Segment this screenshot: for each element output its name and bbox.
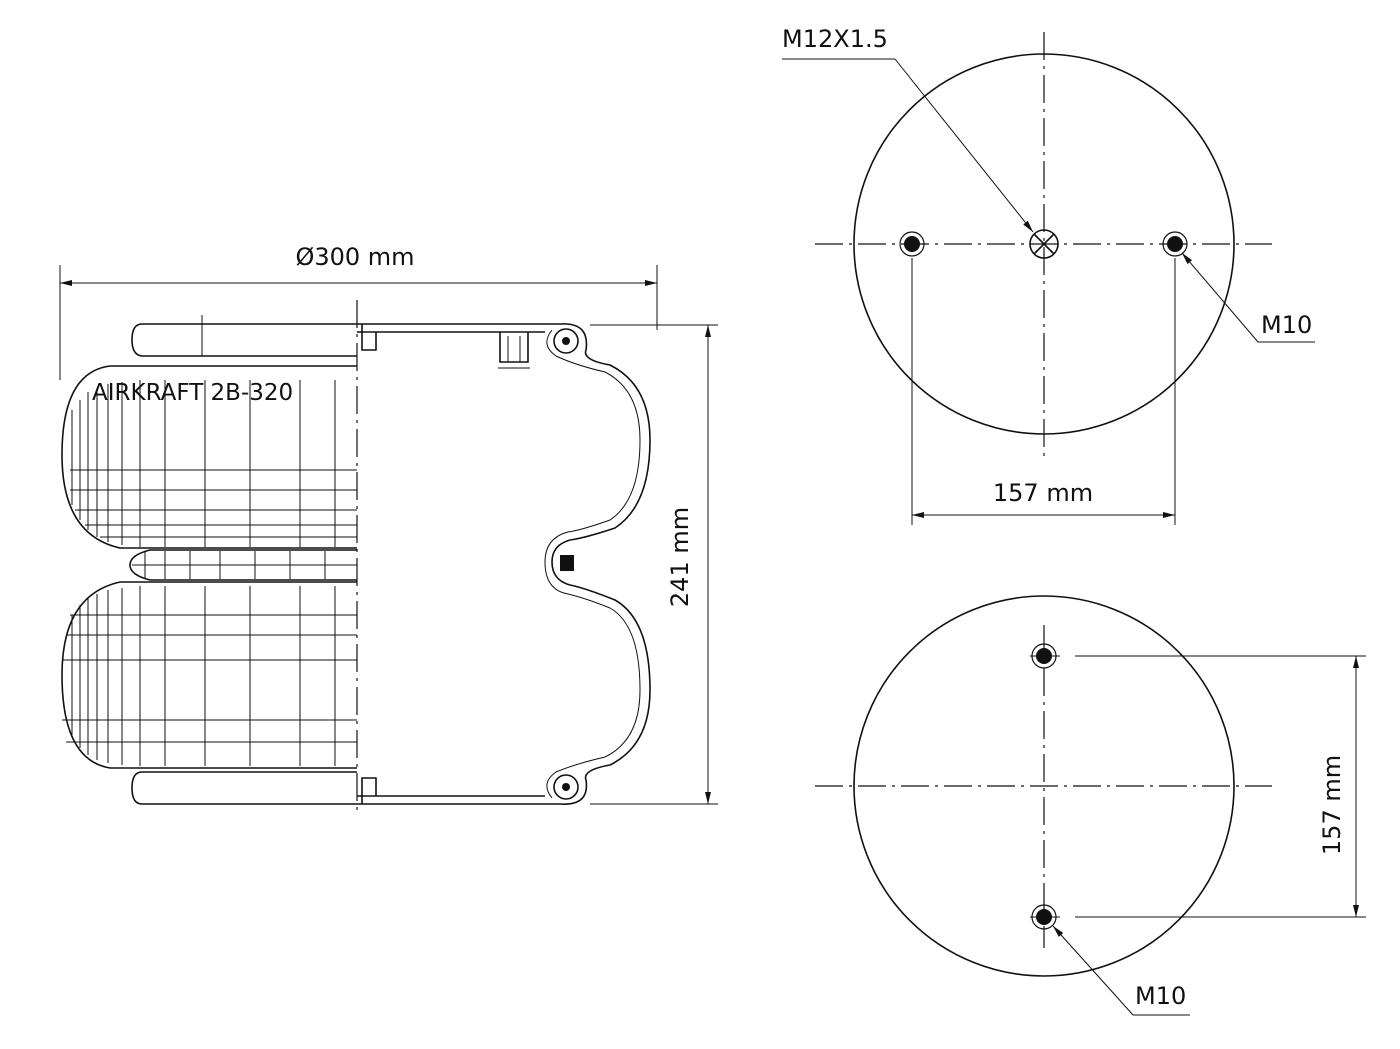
top-plate-crimp <box>361 324 377 351</box>
model-label: AIRKRAFT 2B-320 <box>92 380 293 406</box>
lower-convolution-outline <box>61 581 357 769</box>
upper-convolution-outline <box>61 365 357 549</box>
girdle-ring-outline <box>129 549 357 581</box>
diameter-dimension: Ø300 mm <box>59 243 658 380</box>
bottom-bolt-label: M10 <box>1135 982 1186 1010</box>
right-bolt-hole <box>1167 236 1183 252</box>
top-bead-core <box>562 337 570 345</box>
girdle-ring-section <box>560 555 574 571</box>
right-bolt-outline <box>1162 231 1188 257</box>
height-label: 241 mm <box>666 507 694 607</box>
bottom-bolt-leader-line <box>1052 925 1134 1016</box>
air-fitting-stud <box>499 332 529 363</box>
bottom-bead-ring <box>553 774 579 800</box>
air-inlet-cross <box>1033 233 1055 255</box>
side-view: Ø300 mm 241 mm <box>59 243 718 815</box>
lower-bolt-outline <box>1031 904 1057 930</box>
bottom-plate-view: 157 mm M10 <box>815 595 1366 1016</box>
lower-convolution-ribs <box>62 586 357 766</box>
top-bolt-label: M10 <box>1261 311 1312 339</box>
top-plate-section <box>357 323 560 333</box>
bottom-spacing-label: 157 mm <box>1318 755 1346 855</box>
top-plate-view: M12X1.5 M10 157 mm <box>782 25 1315 525</box>
diameter-label: Ø300 mm <box>295 243 414 271</box>
bottom-plate-circle <box>853 595 1235 977</box>
girdle-ring-ribs <box>132 551 357 579</box>
center-thread-label: M12X1.5 <box>782 25 888 53</box>
upper-bolt-outline <box>1031 643 1057 669</box>
left-bolt-outline <box>899 231 925 257</box>
lower-bolt-hole <box>1036 909 1052 925</box>
top-plate-outline <box>131 323 357 357</box>
bellows-profile-inner <box>544 329 641 799</box>
height-dimension: 241 mm <box>590 324 718 805</box>
bottom-plate-outline <box>131 771 357 805</box>
bellows-profile-outer <box>551 323 651 805</box>
left-bolt-hole <box>904 236 920 252</box>
bottom-bead-core <box>562 783 570 791</box>
upper-convolution-ribs <box>70 380 357 547</box>
top-bolt-leader-line <box>1181 252 1259 343</box>
thread-leader-line <box>894 58 1034 233</box>
bottom-plate-section <box>357 795 560 805</box>
upper-bolt-hole <box>1036 648 1052 664</box>
bottom-plate-crimp <box>361 777 377 804</box>
top-bead-ring <box>553 328 579 354</box>
air-inlet-circle <box>1029 229 1059 259</box>
top-spacing-label: 157 mm <box>993 479 1093 507</box>
